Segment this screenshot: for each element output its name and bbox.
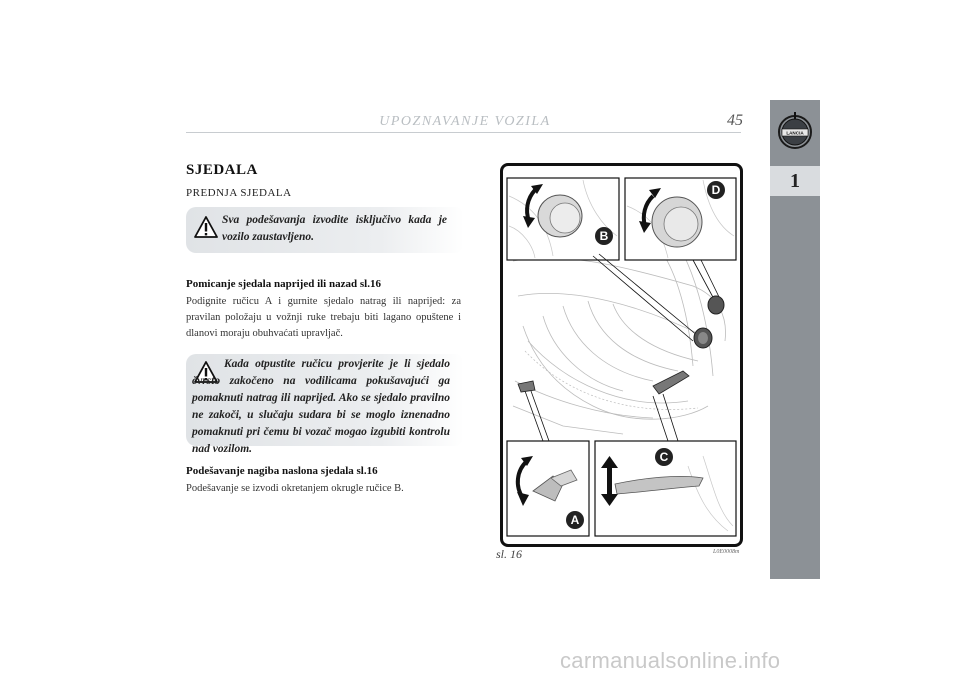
paragraph-text-1: Podignite ručicu A i gurnite sjedalo nat… (186, 296, 461, 339)
lancia-logo-icon: LANCIA (773, 102, 817, 162)
label-a: A (571, 513, 580, 527)
paragraph-title-2: Podešavanje nagiba naslona sjedala sl.16 (186, 465, 378, 477)
label-d: D (712, 183, 721, 197)
seat-figure: B D A (500, 163, 743, 547)
page-number: 45 (727, 112, 743, 129)
running-header-title: UPOZNAVANJE VOZILA (379, 114, 551, 129)
section-title: SJEDALA (186, 162, 258, 178)
figure-caption: sl. 16 (496, 547, 523, 561)
warning-triangle-icon (194, 361, 218, 383)
seat-illustration: B D A (506, 177, 737, 537)
paragraph-title-1: Pomicanje sjedala naprijed ili nazad sl.… (186, 278, 381, 290)
warning-box-2: Kada otpustite ručicu provjerite je li s… (186, 354, 464, 455)
watermark-text: carmanualsonline.info (560, 648, 781, 673)
warning-text-1: Sva podešavanja izvodite isključivo kada… (222, 214, 447, 243)
warning-triangle-icon (194, 216, 218, 238)
label-c: C (660, 450, 669, 464)
chapter-number: 1 (770, 166, 820, 196)
paragraph-text-2: Podešavanje se izvodi okretanjem okrugle… (186, 483, 404, 494)
warning-text-2: Kada otpustite ručicu provjerite je li s… (192, 358, 450, 455)
subsection-title: PREDNJA SJEDALA (186, 187, 292, 199)
warning-box-1: Sva podešavanja izvodite isključivo kada… (186, 207, 464, 253)
header-divider (186, 132, 741, 133)
logo-text: LANCIA (786, 131, 804, 136)
figure-code: L0E0008m (713, 549, 740, 555)
label-b: B (600, 229, 609, 243)
